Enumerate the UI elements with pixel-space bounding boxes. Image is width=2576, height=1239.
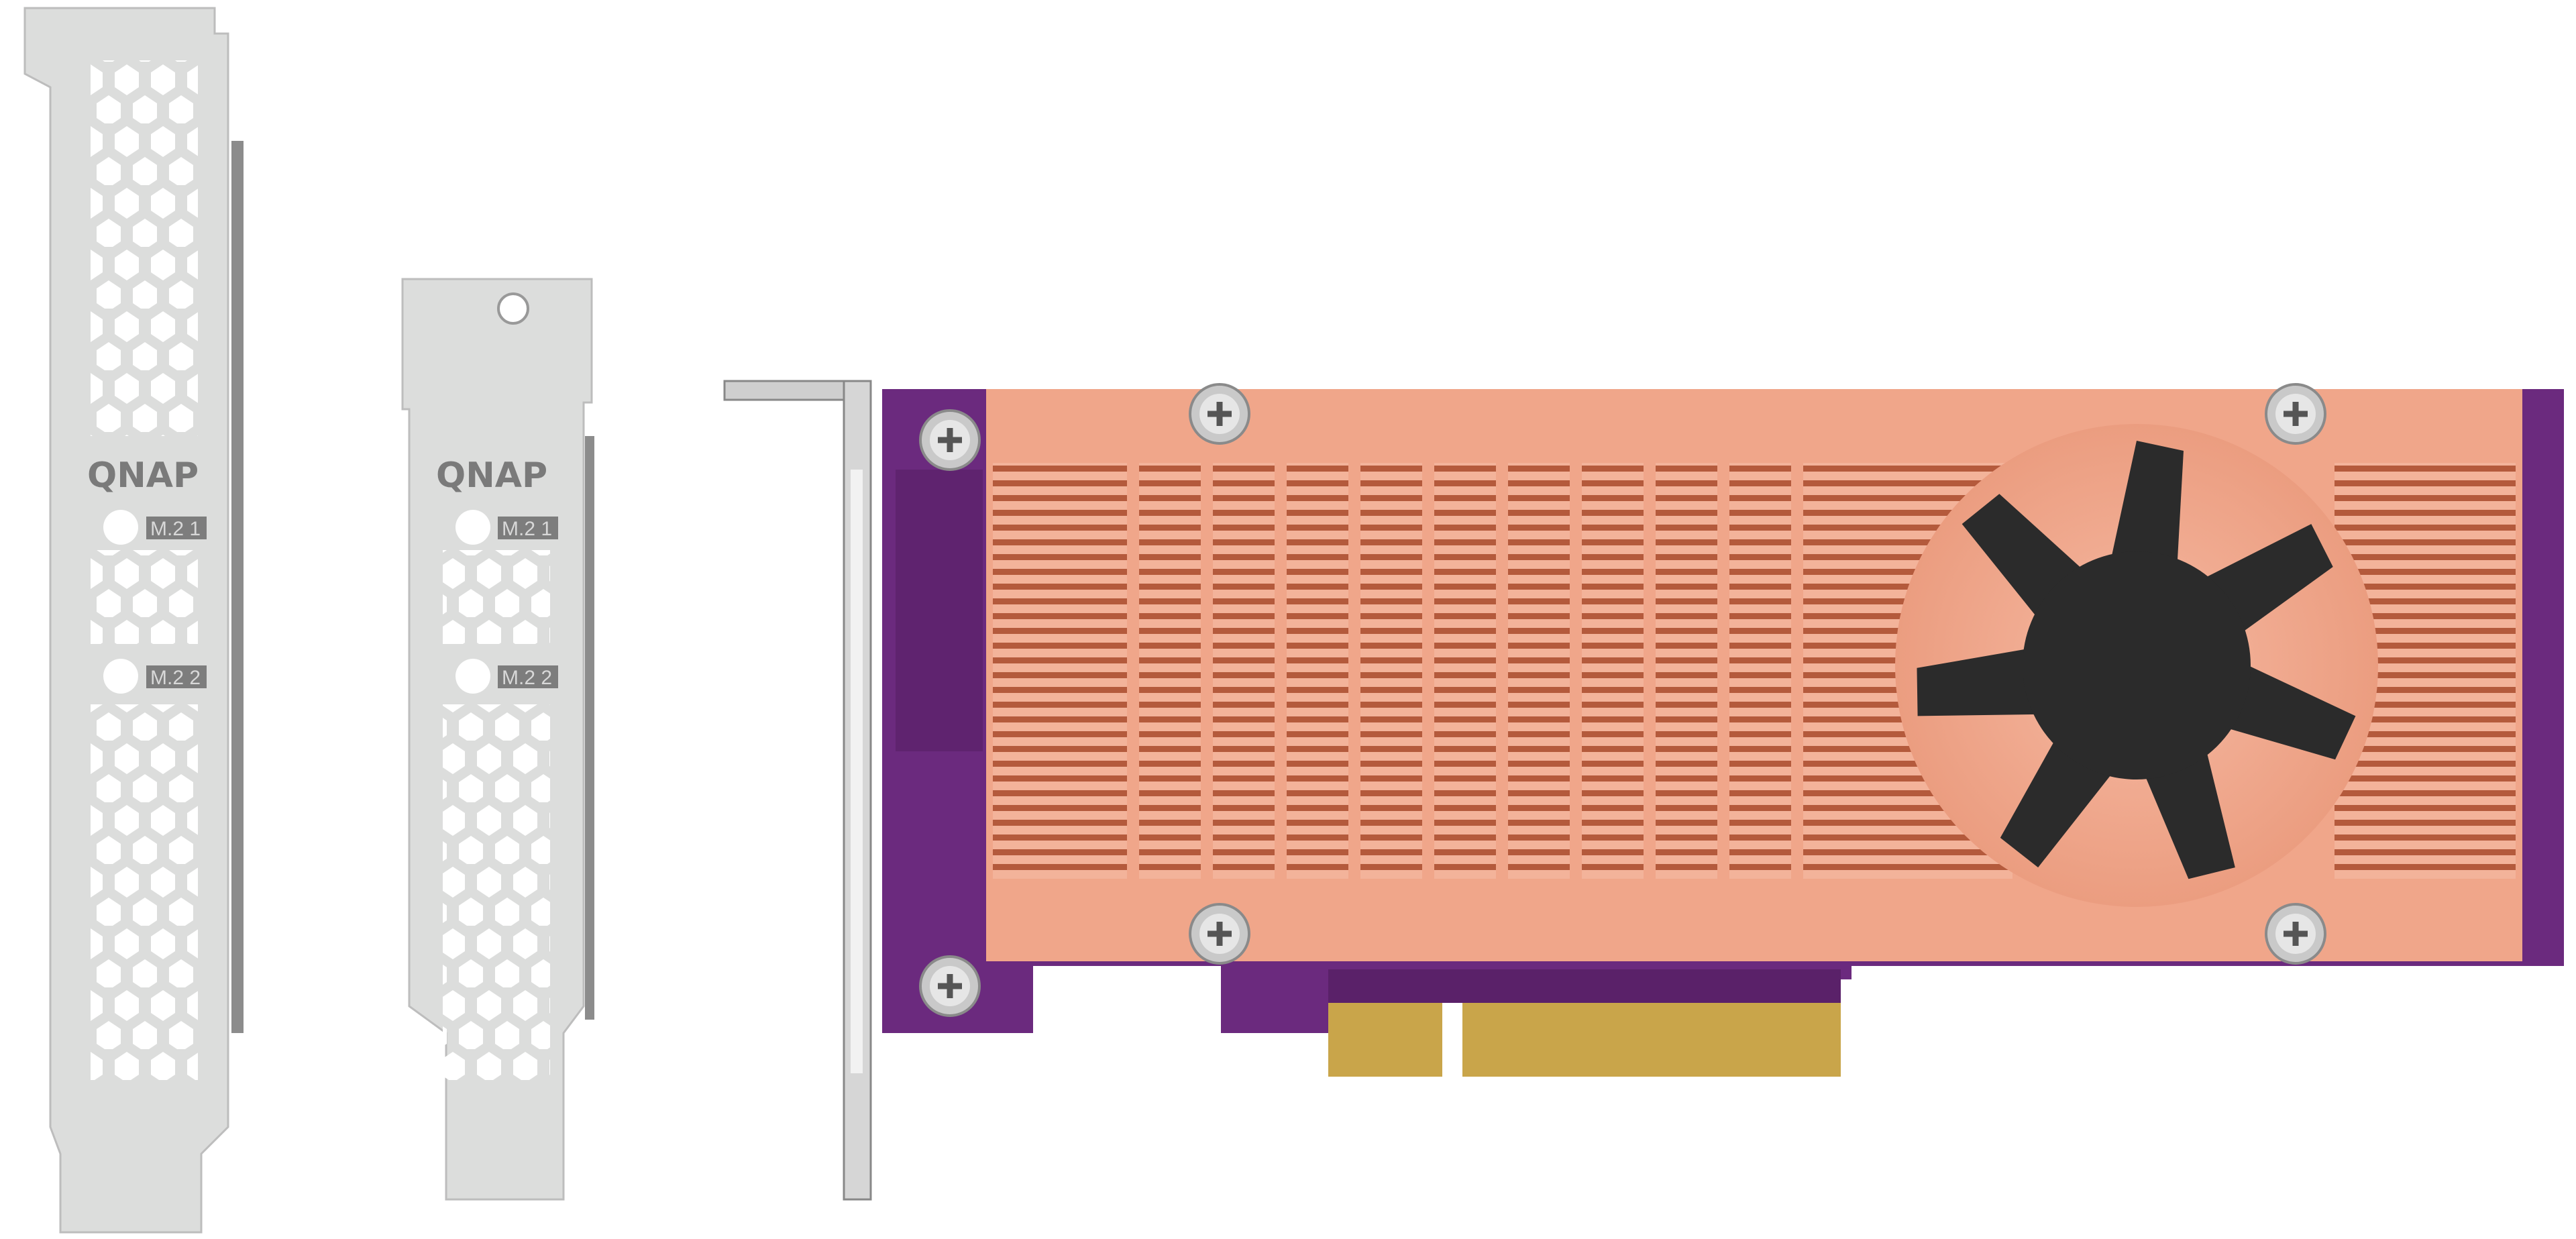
low-profile-bracket: QNAP M.2 1 M.2 2 xyxy=(401,278,594,1201)
screw-icon xyxy=(920,411,979,470)
screw-icon xyxy=(1190,384,1249,443)
slot-label-2: M.2 2 xyxy=(150,667,201,689)
slot-label-1-low-profile: M.2 1 xyxy=(502,518,552,540)
screw-icon xyxy=(2266,384,2325,443)
heatsink xyxy=(986,389,2522,961)
screw-icon xyxy=(1190,904,1249,963)
slot-label-2-low-profile: M.2 2 xyxy=(502,667,552,689)
slot-label-1: M.2 1 xyxy=(150,518,201,540)
full-height-bracket: QNAP M.2 1 M.2 2 xyxy=(23,7,244,1234)
fan-icon xyxy=(1917,441,2356,879)
screw-icon xyxy=(920,957,979,1016)
card-bracket xyxy=(723,380,872,1201)
brand-logo-low-profile: QNAP xyxy=(436,455,547,496)
screw-icon xyxy=(2266,904,2325,963)
brand-logo: QNAP xyxy=(87,455,199,496)
